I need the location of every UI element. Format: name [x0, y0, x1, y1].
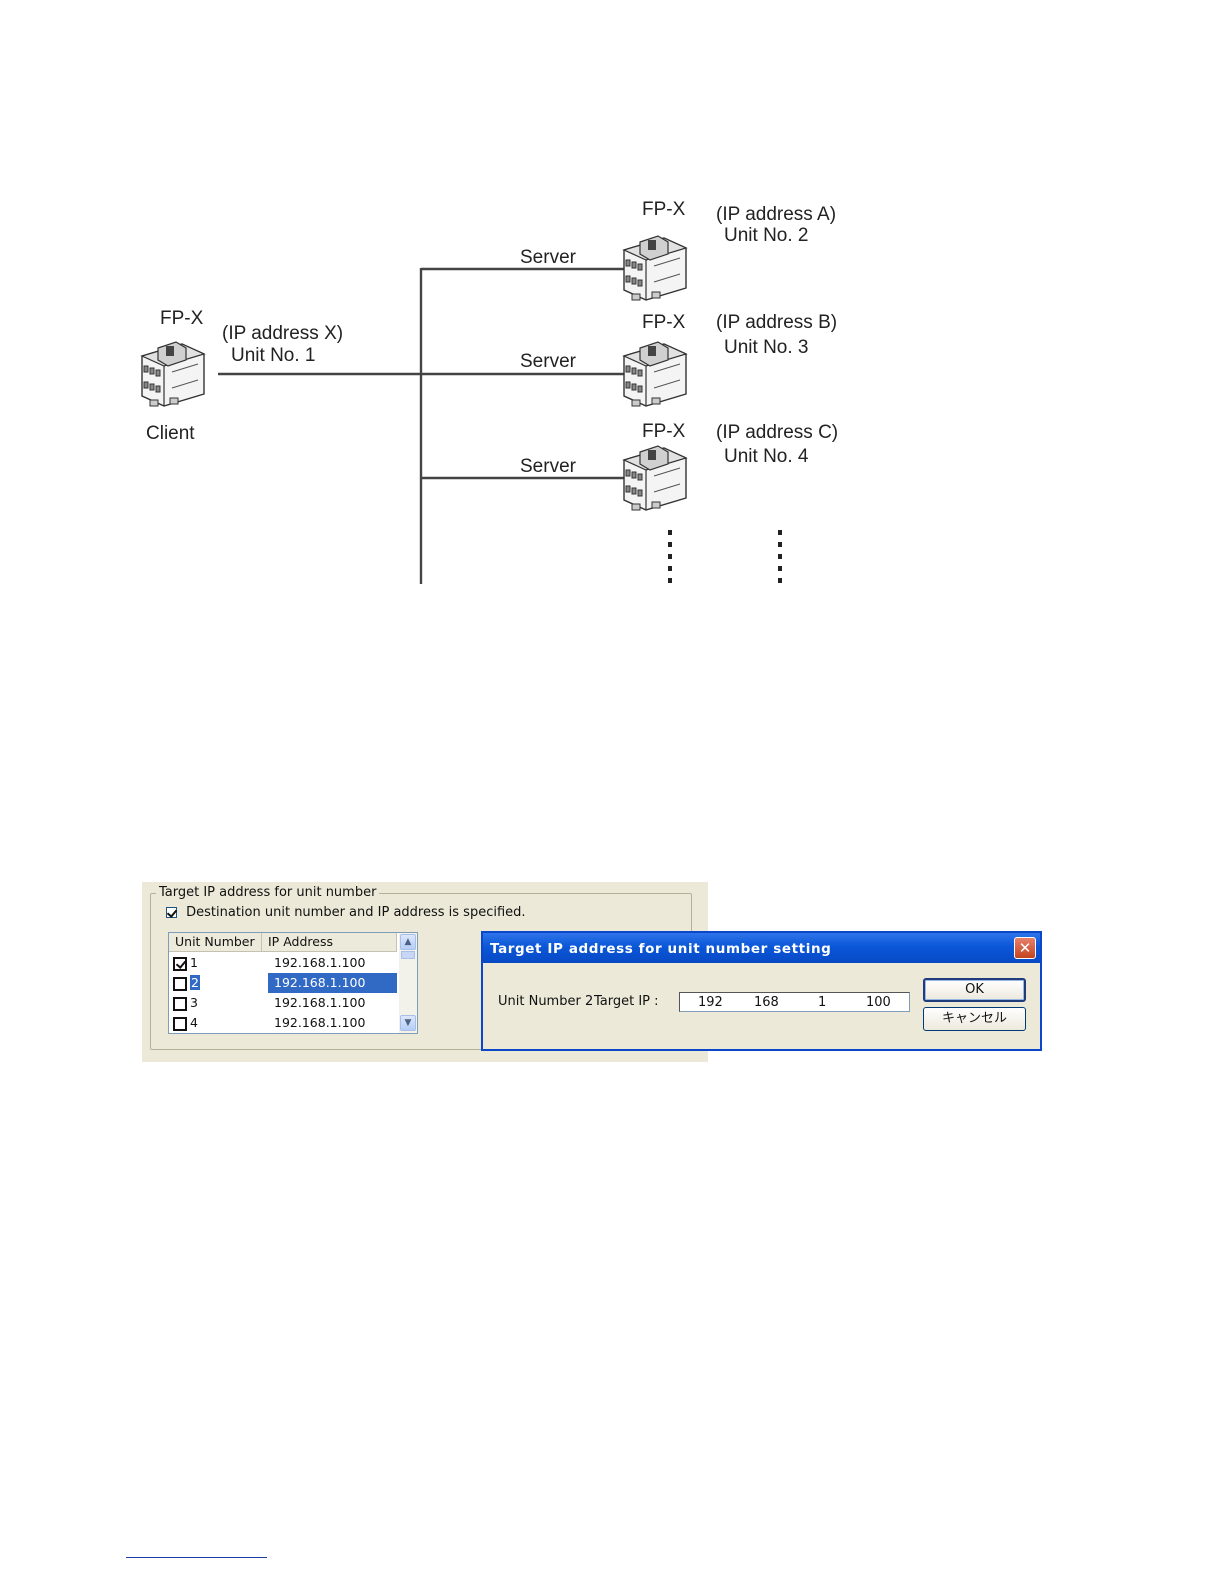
row-unit-number: 3 — [190, 995, 198, 1010]
server-c-ip-label: (IP address C) — [716, 422, 839, 443]
server-a-model-label: FP-X — [642, 199, 686, 220]
column-header-ip-address[interactable]: IP Address — [262, 933, 397, 951]
table-row[interactable]: 4 192.168.1.100 — [169, 1013, 397, 1033]
scroll-down-icon[interactable]: ▼ — [400, 1015, 416, 1031]
footer-divider — [126, 1557, 267, 1558]
client-model-label: FP-X — [160, 308, 204, 329]
server-c-unit-label: Unit No. 4 — [724, 446, 809, 467]
table-row[interactable]: 3 192.168.1.100 — [169, 993, 397, 1013]
column-header-unit-number[interactable]: Unit Number — [169, 933, 262, 951]
list-scrollbar[interactable]: ▲ ▼ — [399, 933, 417, 1033]
scroll-up-icon[interactable]: ▲ — [400, 934, 416, 950]
table-row[interactable]: 2 192.168.1.100 — [169, 973, 397, 993]
row-unit-number: 1 — [190, 955, 198, 970]
server-a-ip-label: (IP address A) — [716, 204, 837, 225]
row-checkbox[interactable] — [173, 1016, 187, 1031]
destination-checkbox-label: Destination unit number and IP address i… — [186, 905, 526, 920]
client-unit-label: Unit No. 1 — [231, 345, 316, 366]
client-role-label: Client — [146, 423, 195, 444]
server-c-model-label: FP-X — [642, 421, 686, 442]
row-unit-number: 4 — [190, 1015, 198, 1030]
server-a-role-label: Server — [520, 247, 576, 268]
target-ip-label: Target IP : — [594, 994, 659, 1009]
unit-number-label: Unit Number 2 — [498, 994, 594, 1009]
row-checkbox[interactable] — [173, 956, 187, 971]
server-c-role-label: Server — [520, 456, 576, 477]
dialog-titlebar[interactable]: Target IP address for unit number settin… — [483, 933, 1040, 963]
target-ip-input[interactable]: 192 168 1 100 — [679, 992, 910, 1012]
client-ip-label: (IP address X) — [222, 323, 344, 344]
client-plc-icon — [141, 341, 205, 407]
row-ip-address: 192.168.1.100 — [268, 973, 397, 993]
server-b-role-label: Server — [520, 351, 576, 372]
server-a-unit-label: Unit No. 2 — [724, 225, 809, 246]
destination-checkbox-row[interactable]: Destination unit number and IP address i… — [166, 905, 526, 921]
row-ip-address: 192.168.1.100 — [274, 995, 366, 1010]
row-checkbox[interactable] — [173, 996, 187, 1011]
server-plc-c-icon — [623, 445, 687, 511]
server-plc-a-icon — [623, 235, 687, 301]
ip-octet-3[interactable]: 1 — [818, 995, 827, 1010]
server-b-unit-label: Unit No. 3 — [724, 337, 809, 358]
group-title: Target IP address for unit number — [156, 885, 380, 901]
cancel-button[interactable]: キャンセル — [923, 1007, 1026, 1031]
close-icon[interactable]: ✕ — [1014, 937, 1036, 959]
dialog-title: Target IP address for unit number settin… — [490, 941, 832, 957]
continuation-dots — [668, 530, 782, 583]
server-b-model-label: FP-X — [642, 312, 686, 333]
scroll-thumb[interactable] — [401, 951, 415, 959]
ip-octet-2[interactable]: 168 — [754, 995, 779, 1010]
target-ip-settings-panel: Target IP address for unit number Destin… — [142, 882, 708, 1062]
table-row[interactable]: 1 192.168.1.100 — [169, 953, 397, 973]
row-checkbox[interactable] — [173, 976, 187, 991]
ok-button[interactable]: OK — [923, 978, 1026, 1002]
list-header: Unit Number IP Address — [169, 933, 397, 952]
row-ip-address: 192.168.1.100 — [274, 955, 366, 970]
row-unit-number: 2 — [190, 975, 200, 990]
row-ip-address: 192.168.1.100 — [274, 1015, 366, 1030]
server-b-ip-label: (IP address B) — [716, 312, 838, 333]
server-plc-b-icon — [623, 341, 687, 407]
ip-octet-4[interactable]: 100 — [866, 995, 891, 1010]
target-ip-dialog: Target IP address for unit number settin… — [481, 931, 1042, 1051]
destination-checkbox[interactable] — [166, 907, 177, 918]
unit-ip-list[interactable]: Unit Number IP Address 1 192.168.1.100 2… — [168, 932, 418, 1034]
ip-octet-1[interactable]: 192 — [698, 995, 723, 1010]
